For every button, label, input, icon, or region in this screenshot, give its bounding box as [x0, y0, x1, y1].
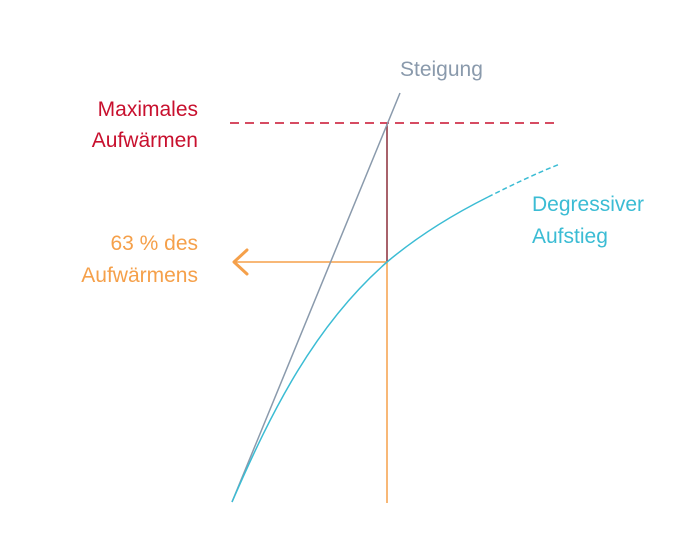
max-warming-label-line2: Aufwärmen	[92, 129, 198, 152]
slope-label: Steigung	[400, 58, 483, 81]
curve-label-line2: Aufstieg	[532, 225, 608, 248]
degressive-curve-extension	[487, 163, 561, 198]
percent-label-line2: Aufwärmens	[81, 264, 198, 287]
arrow-left-icon	[232, 248, 249, 276]
percent-label-line1: 63 % des	[110, 232, 198, 255]
slope-line	[231, 92, 401, 503]
curve-label-line1: Degressiver	[532, 193, 644, 216]
max-warming-label-line1: Maximales	[98, 98, 198, 121]
degressive-curve	[231, 196, 489, 503]
